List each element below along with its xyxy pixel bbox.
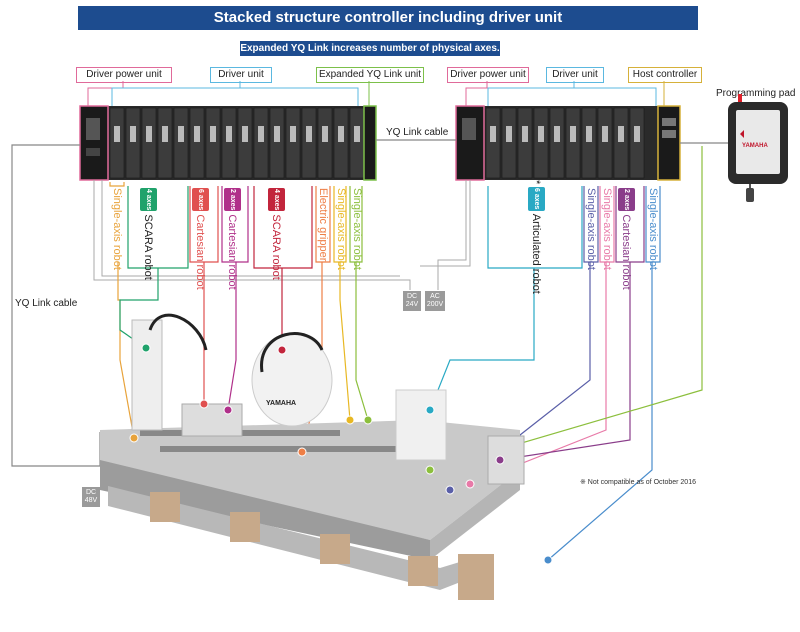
driver-power-unit-label-1: Driver power unit (76, 67, 172, 83)
yq-link-cable-label-left: YQ Link cable (15, 298, 78, 309)
robot-line-bed (100, 313, 525, 600)
driver-unit-label-2: Driver unit (546, 67, 604, 83)
diagram-title: Stacked structure controller including d… (78, 6, 698, 30)
label-right-3: Single-axis robot (601, 188, 613, 270)
label-right-5: Single-axis robot (647, 188, 659, 270)
label-left-8: Single-axis robot (351, 188, 363, 270)
label-right-2: Single-axis robot (585, 188, 597, 270)
robot-brand: YAMAHA (266, 400, 296, 407)
host-controller-label: Host controller (628, 67, 702, 83)
label-left-6: Electric gripper (317, 188, 329, 262)
compatibility-note: ※ Not compatible as of October 2016 (580, 479, 696, 486)
expanded-yq-link-unit-label: Expanded YQ Link unit (316, 67, 424, 83)
label-right-1: * 6 axesArticulated robot (528, 180, 545, 294)
label-left-5: 4 axesSCARA robot (268, 188, 285, 280)
yq-link-cable-label-middle: YQ Link cable (386, 127, 449, 138)
left-controller-stack (79, 105, 377, 181)
programming-pad-device (728, 94, 788, 202)
diagram-subtitle: Expanded YQ Link increases number of phy… (240, 41, 500, 56)
label-left-2: 4 axesSCARA robot (140, 188, 157, 280)
programming-pad-label: Programming pad (716, 88, 796, 99)
driver-power-unit-label-2: Driver power unit (447, 67, 529, 83)
label-left-7: Single-axis robot (335, 188, 347, 270)
label-right-4: 2 axesCartesian robot (618, 188, 635, 290)
label-left-3: 6 axesCartesian robot (192, 188, 209, 290)
right-controller-stack (455, 105, 681, 181)
driver-unit-label-1: Driver unit (210, 67, 272, 83)
pad-brand: YAMAHA (742, 143, 768, 149)
label-left-1: Single-axis robot (111, 188, 123, 270)
label-left-4: 2 axesCartesian robot (224, 188, 241, 290)
